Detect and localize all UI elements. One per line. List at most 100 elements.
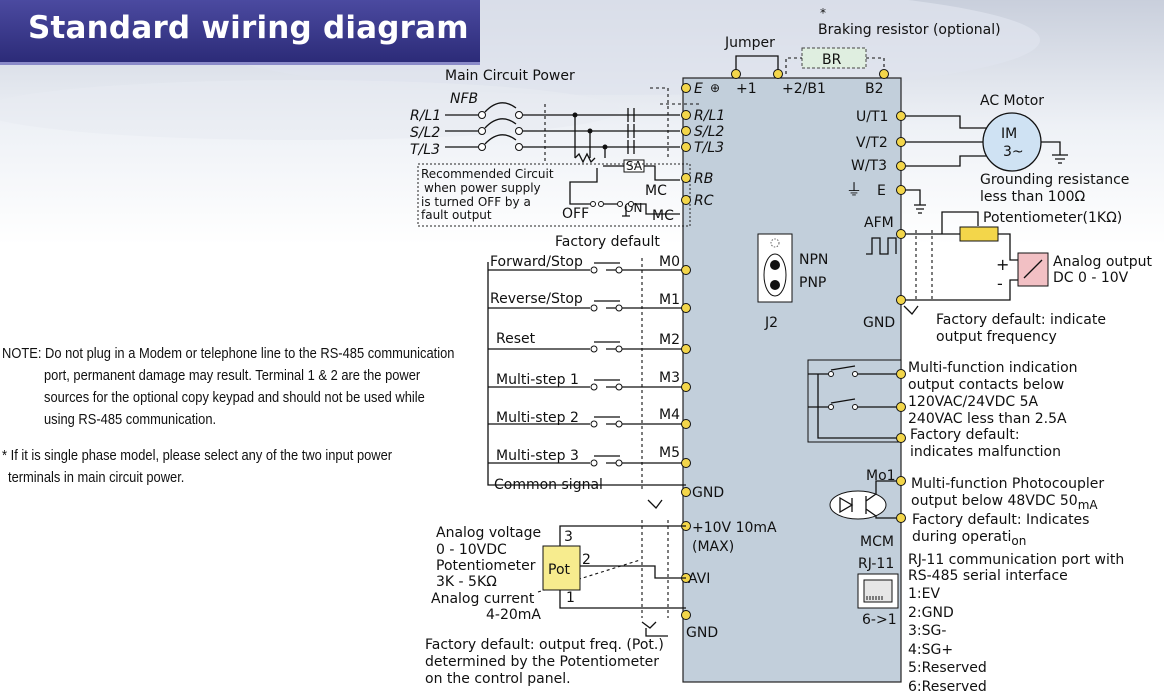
- input-rl1-label: R/L1: [410, 108, 441, 124]
- terminal-rc: RC: [694, 193, 714, 209]
- analog-input-wiring: [537, 520, 691, 637]
- br-label: BR: [822, 52, 842, 68]
- ground-symbol-e: ⊕: [710, 81, 720, 95]
- note-line-1: NOTE: Do not plug in a Modem or telephon…: [2, 345, 455, 362]
- analog-voltage-label: Analog voltage: [436, 525, 541, 541]
- rj11-port-icon: [857, 573, 899, 609]
- terminal-e: E: [694, 81, 703, 97]
- output-terminal-dots: [896, 111, 906, 195]
- photocoupler-default-1: Factory default: Indicates: [912, 512, 1089, 528]
- ac-motor-heading: AC Motor: [980, 93, 1044, 109]
- title-banner: Standard wiring diagram: [0, 0, 480, 65]
- braking-resistor-label: Braking resistor (optional): [818, 22, 1001, 38]
- analog-input-default-2: determined by the Potentiometer: [425, 654, 659, 670]
- input-tl3-label: T/L3: [410, 142, 440, 158]
- rj11-pin-order: 6->1: [862, 612, 897, 628]
- input-terminal-dots: [681, 83, 691, 205]
- note-line-6: terminals in main circuit power.: [8, 469, 185, 486]
- off-on-switches: [569, 196, 680, 217]
- terminal-tl3: T/L3: [694, 140, 724, 156]
- pot-pin-3: 3: [564, 529, 573, 545]
- photocoupler-symbol: [829, 476, 906, 523]
- terminal-gnd-afm: GND: [863, 315, 895, 331]
- relay-desc-4: 240VAC less than 2.5A: [908, 411, 1067, 427]
- pot-pin-1: 1: [566, 590, 575, 606]
- terminal-plus1: +1: [736, 81, 757, 97]
- digital-input-rows: [488, 262, 691, 509]
- rj11-pin-2: 2:GND: [908, 605, 954, 621]
- analog-output-default-2: output frequency: [936, 329, 1057, 345]
- pot-label: Pot: [548, 562, 571, 578]
- terminal-mo1: Mo1: [866, 468, 896, 484]
- relay-desc-1: Multi-function indication: [908, 360, 1078, 376]
- recommended-line-4: fault output: [421, 208, 492, 222]
- note-line-5: * If it is single phase model, please se…: [2, 447, 393, 464]
- recommended-line-1: Recommended Circuit: [421, 167, 554, 181]
- rj11-label: RJ-11: [858, 556, 894, 572]
- photocoupler-ma: mA: [1078, 498, 1099, 512]
- terminal-gnd-digital: GND: [692, 485, 724, 501]
- terminal-m5: M5: [659, 445, 680, 461]
- afm-wave-icon: [866, 237, 897, 255]
- ground-symbol-out: ⏚: [846, 180, 862, 199]
- off-label: OFF: [562, 206, 589, 222]
- terminal-rl1: R/L1: [694, 108, 725, 124]
- photocoupler-default-2: during operation: [912, 529, 1026, 548]
- j2-label: J2: [764, 315, 778, 331]
- main-circuit-heading: Main Circuit Power: [445, 68, 575, 84]
- input-multistep-1: Multi-step 1: [496, 372, 579, 388]
- rj11-pin-1: 1:EV: [908, 586, 940, 602]
- analog-input-default-1: Factory default: output freq. (Pot.): [425, 637, 664, 653]
- pot-pin-2: 2: [582, 552, 591, 568]
- recommended-circuit-box: [417, 163, 691, 227]
- relay-desc-2: output contacts below: [908, 377, 1064, 393]
- page-title: Standard wiring diagram: [28, 10, 469, 46]
- note-line-2: port, permanent damage may result. Termi…: [44, 367, 421, 384]
- nfb-breaker: [445, 102, 523, 151]
- terminal-e-out: E: [877, 183, 886, 199]
- rj11-pin-6: 6:Reserved: [908, 679, 987, 695]
- photocoupler-desc-2: output below 48VDC 50mA: [911, 493, 1098, 512]
- input-sl2-label: S/L2: [410, 125, 440, 141]
- photocoupler-desc-1: Multi-function Photocoupler: [911, 476, 1104, 492]
- terminal-mcm: MCM: [860, 534, 894, 550]
- rj11-pin-4: 4:SG+: [908, 642, 953, 658]
- analog-voltage-range: 0 - 10VDC: [436, 542, 507, 558]
- supply-max: (MAX): [692, 539, 734, 555]
- mc-bottom-label: MC: [652, 208, 674, 224]
- sa-label: SA: [626, 159, 643, 173]
- terminal-vt2: V/T2: [856, 135, 888, 151]
- terminal-m2: M2: [659, 332, 680, 348]
- input-multistep-3: Multi-step 3: [496, 448, 579, 464]
- input-multistep-2: Multi-step 2: [496, 410, 579, 426]
- analog-input-default-3: on the control panel.: [425, 671, 571, 687]
- recommended-line-2: when power supply: [424, 181, 541, 195]
- terminal-avi: AVI: [688, 571, 710, 587]
- pot-box: [542, 545, 581, 591]
- analog-current-range: 4-20mA: [486, 607, 541, 623]
- terminal-b2: B2: [865, 81, 884, 97]
- nfb-label: NFB: [450, 91, 478, 107]
- photocoupler-on: on: [1011, 534, 1026, 548]
- rj11-desc-1: RJ-11 communication port with: [908, 552, 1124, 568]
- analog-output-label-1: Analog output: [1053, 254, 1153, 270]
- terminal-m1: M1: [659, 292, 680, 308]
- note-line-4: using RS-485 communication.: [44, 411, 217, 428]
- analog-output-wiring: [896, 211, 1018, 315]
- potentiometer-range: 3K - 5KΩ: [436, 574, 497, 590]
- note-line-3: sources for the optional copy keypad and…: [44, 389, 425, 406]
- rj11-pin-3: 3:SG-: [908, 623, 946, 639]
- terminal-m0: M0: [659, 254, 680, 270]
- analog-output-default-1: Factory default: indicate: [936, 312, 1106, 328]
- supply-10v: +10V 10mA: [692, 520, 777, 536]
- analog-output-plus: +: [996, 255, 1009, 274]
- jumper-label: Jumper: [724, 35, 775, 51]
- grounding-line-2: less than 100Ω: [980, 189, 1086, 205]
- mc-top-label: MC: [645, 183, 667, 199]
- terminal-afm: AFM: [864, 215, 894, 231]
- terminal-gnd-analog: GND: [686, 625, 718, 641]
- relay-desc-3: 120VAC/24VDC 5A: [908, 394, 1039, 410]
- analog-output-minus: -: [997, 274, 1003, 293]
